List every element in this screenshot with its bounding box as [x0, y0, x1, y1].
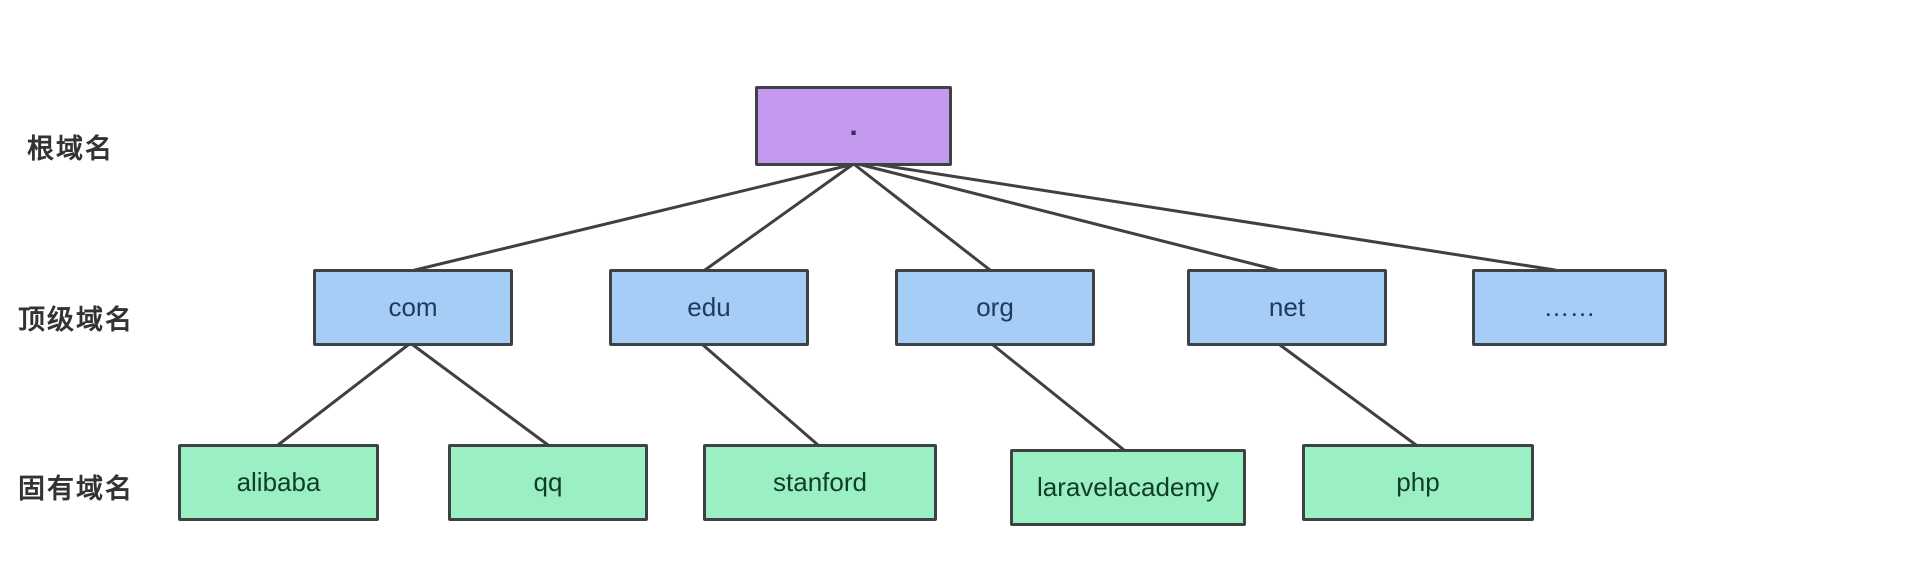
node-tld-com: com — [313, 269, 513, 346]
edge-com-alibaba — [276, 343, 410, 447]
node-root-dot: . — [755, 86, 952, 166]
node-domain-php: php — [1302, 444, 1534, 521]
edge-root-edu — [703, 163, 854, 272]
node-tld-ellipsis: …… — [1472, 269, 1667, 346]
node-domain-alibaba: alibaba — [178, 444, 379, 521]
edge-org-laravelacademy — [991, 343, 1126, 452]
row-label-root-domain: 根域名 — [27, 134, 114, 164]
edge-root-org — [853, 163, 992, 272]
node-domain-laravelacademy: laravelacademy — [1010, 449, 1246, 526]
node-domain-stanford: stanford — [703, 444, 937, 521]
edge-root-com — [413, 163, 852, 272]
node-domain-qq: qq — [448, 444, 648, 521]
node-tld-org: org — [895, 269, 1095, 346]
node-tld-net: net — [1187, 269, 1387, 346]
row-label-proper-domain: 固有域名 — [18, 474, 134, 504]
node-tld-edu: edu — [609, 269, 809, 346]
row-label-top-level-domain: 顶级域名 — [18, 305, 134, 335]
edge-root-net — [856, 162, 1279, 272]
edge-root-etc — [859, 160, 1557, 272]
edge-net-php — [1278, 343, 1418, 447]
edge-edu-stanford — [701, 343, 820, 447]
edge-com-qq — [411, 343, 550, 447]
